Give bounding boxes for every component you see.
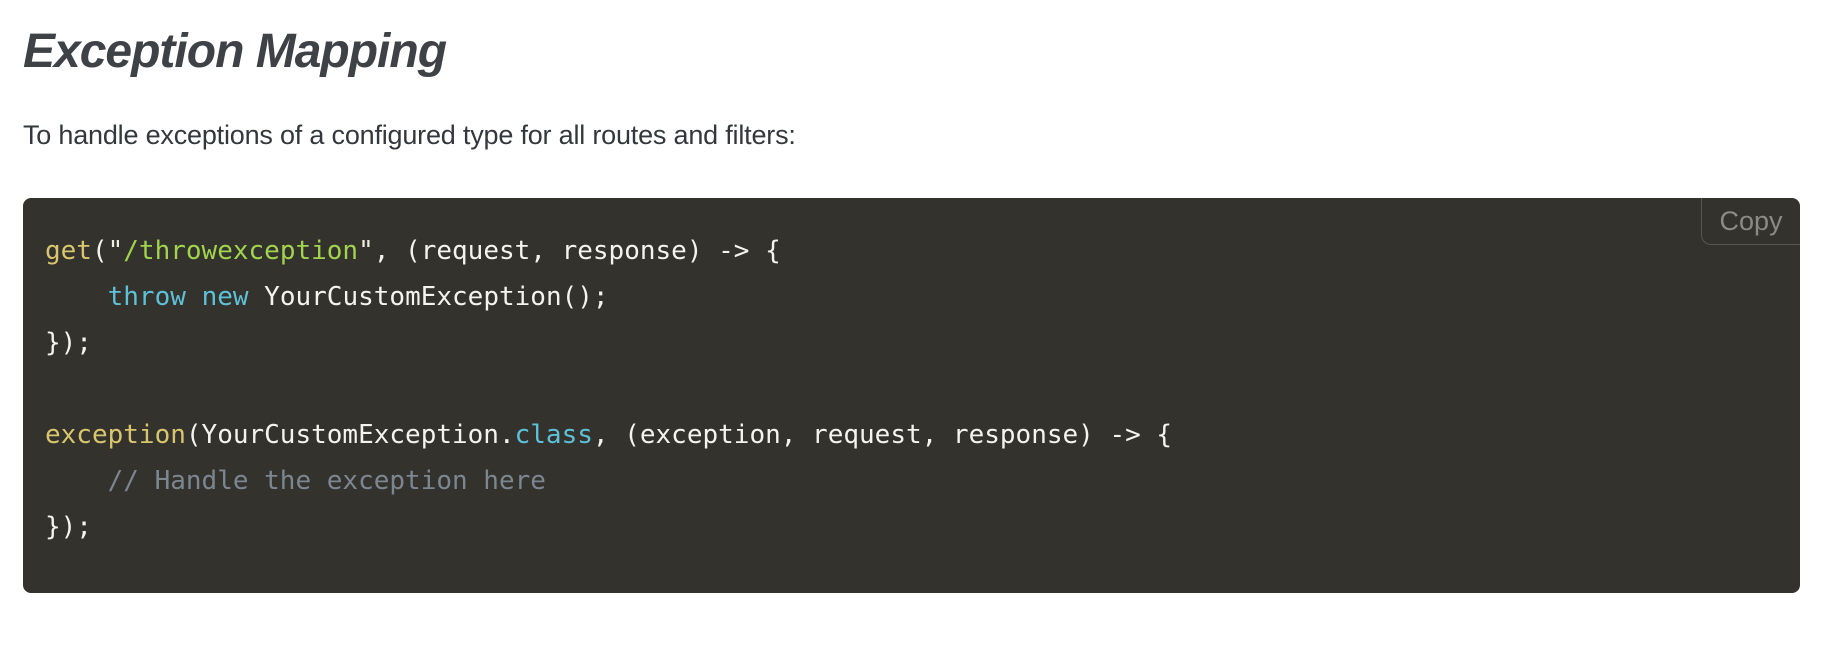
code-token-function: get: [45, 236, 92, 266]
code-token-plain: (YourCustomException.: [185, 420, 515, 450]
code-token-function: exception: [45, 420, 186, 450]
code-token-string: /throwexception: [123, 236, 359, 266]
code-token-plain: [186, 282, 202, 312]
code-token-plain: YourCustomException();: [248, 282, 609, 312]
code-block: Copy get("/throwexception", (request, re…: [23, 198, 1800, 593]
code-token-keyword: new: [201, 282, 249, 312]
code-line: [45, 366, 1778, 412]
code-token-plain: [45, 282, 108, 312]
intro-text: To handle exceptions of a configured typ…: [23, 120, 796, 150]
code-token-quote: ": [358, 236, 374, 266]
code-token-plain: (: [91, 236, 108, 266]
copy-button[interactable]: Copy: [1701, 198, 1800, 245]
code-content: get("/throwexception", (request, respons…: [45, 228, 1778, 550]
content-column: Exception Mapping To handle exceptions o…: [23, 25, 1800, 593]
code-line: });: [45, 504, 1778, 550]
code-line: // Handle the exception here: [45, 458, 1778, 504]
code-token-quote: ": [107, 236, 124, 266]
code-token-keyword: throw: [107, 282, 186, 312]
code-token-keyword: class: [514, 420, 593, 450]
code-token-comment: // Handle the exception here: [107, 466, 546, 496]
page-title: Exception Mapping: [23, 25, 447, 78]
code-token-plain: , (exception, request, response) -> {: [592, 420, 1173, 450]
code-token-plain: , (request, response) -> {: [373, 236, 781, 266]
code-line: exception(YourCustomException.class, (ex…: [45, 412, 1778, 458]
code-line: throw new YourCustomException();: [45, 274, 1778, 320]
code-token-plain: [45, 466, 108, 496]
code-token-plain: });: [45, 512, 92, 542]
code-line: });: [45, 320, 1778, 366]
code-line: get("/throwexception", (request, respons…: [45, 228, 1778, 274]
code-token-plain: });: [45, 328, 92, 358]
